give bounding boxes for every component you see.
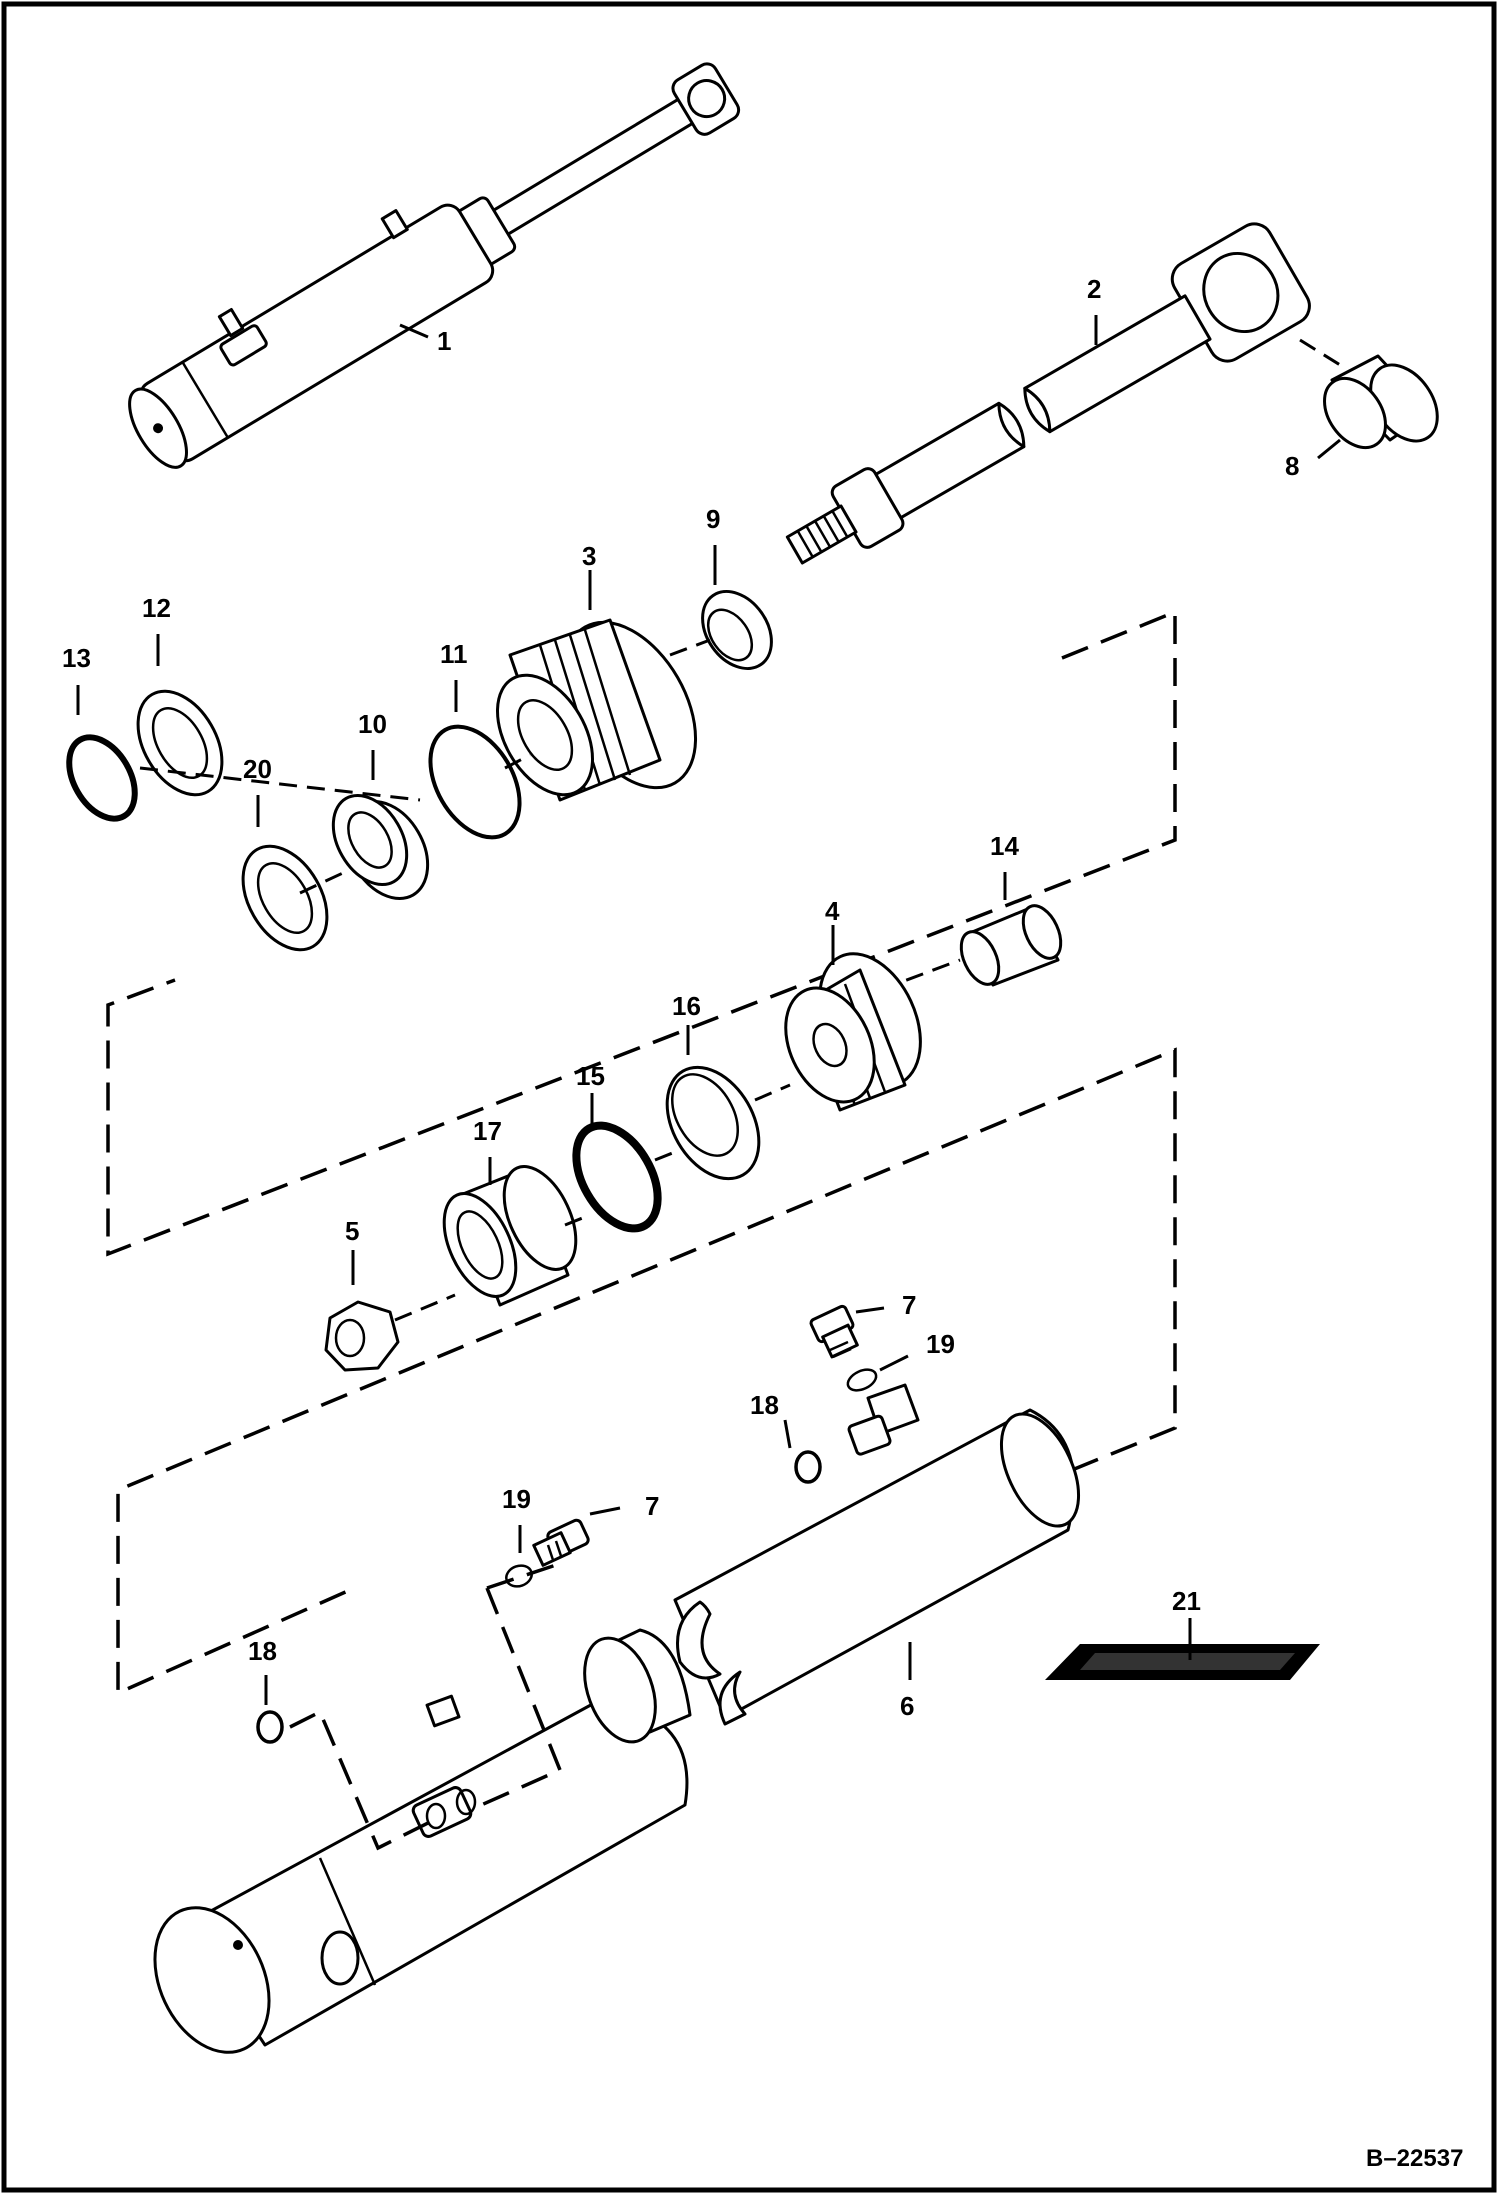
callout-19-upper: 19 [926,1329,955,1359]
callout-14: 14 [990,831,1019,861]
decal-21 [1045,1644,1320,1680]
callout-4: 4 [825,896,840,926]
callout-18-lower: 18 [248,1636,277,1666]
callout-3: 3 [582,541,596,571]
callout-8: 8 [1285,451,1299,481]
callout-7-upper: 7 [902,1290,916,1320]
plug-7-upper [809,1304,859,1359]
piston-rod [785,222,1311,565]
seal-20 [241,844,329,952]
o-ring-19-upper [846,1368,878,1392]
stop-tube-17 [442,1165,578,1307]
rod-seal-10 [331,793,430,900]
o-ring-19-lower [505,1564,533,1588]
o-ring-11 [428,724,522,840]
spacer-14 [959,904,1063,987]
callout-2: 2 [1087,274,1101,304]
piston-seal-16 [665,1065,761,1181]
o-ring-18-lower [256,1710,284,1744]
barrel-port-upper [847,1383,920,1456]
callout-21: 21 [1172,1586,1201,1616]
callout-9: 9 [706,504,720,534]
callout-20: 20 [243,754,272,784]
o-ring-18-upper [794,1450,822,1484]
assembly-guide-lower [116,1047,1177,1696]
callout-18-upper: 18 [750,1390,779,1420]
plug-7-lower [532,1518,590,1567]
snap-ring-13 [66,734,138,822]
callout-1: 1 [437,326,451,356]
piston-nut [324,1300,400,1372]
backup-ring-12 [136,689,224,797]
callout-6: 6 [900,1691,914,1721]
callout-5: 5 [345,1216,359,1246]
callout-19-lower: 19 [502,1484,531,1514]
cylinder-head [496,618,698,802]
callout-7-lower: 7 [645,1491,659,1521]
callout-10: 10 [358,709,387,739]
callout-15: 15 [576,1061,605,1091]
callout-11: 11 [440,639,468,669]
assembly-guide-upper [106,609,1177,1257]
callout-12: 12 [142,593,171,623]
eye-bushing [1323,354,1439,450]
wear-ring-15 [572,1121,662,1233]
assembled-cylinder [128,62,741,469]
callout-16: 16 [672,991,701,1021]
wiper-seal [701,590,773,670]
callout-13: 13 [62,643,91,673]
callout-17: 17 [473,1116,502,1146]
barrel [153,1408,1081,2054]
drawing-number: B–22537 [1366,2145,1463,2172]
piston [784,952,922,1112]
